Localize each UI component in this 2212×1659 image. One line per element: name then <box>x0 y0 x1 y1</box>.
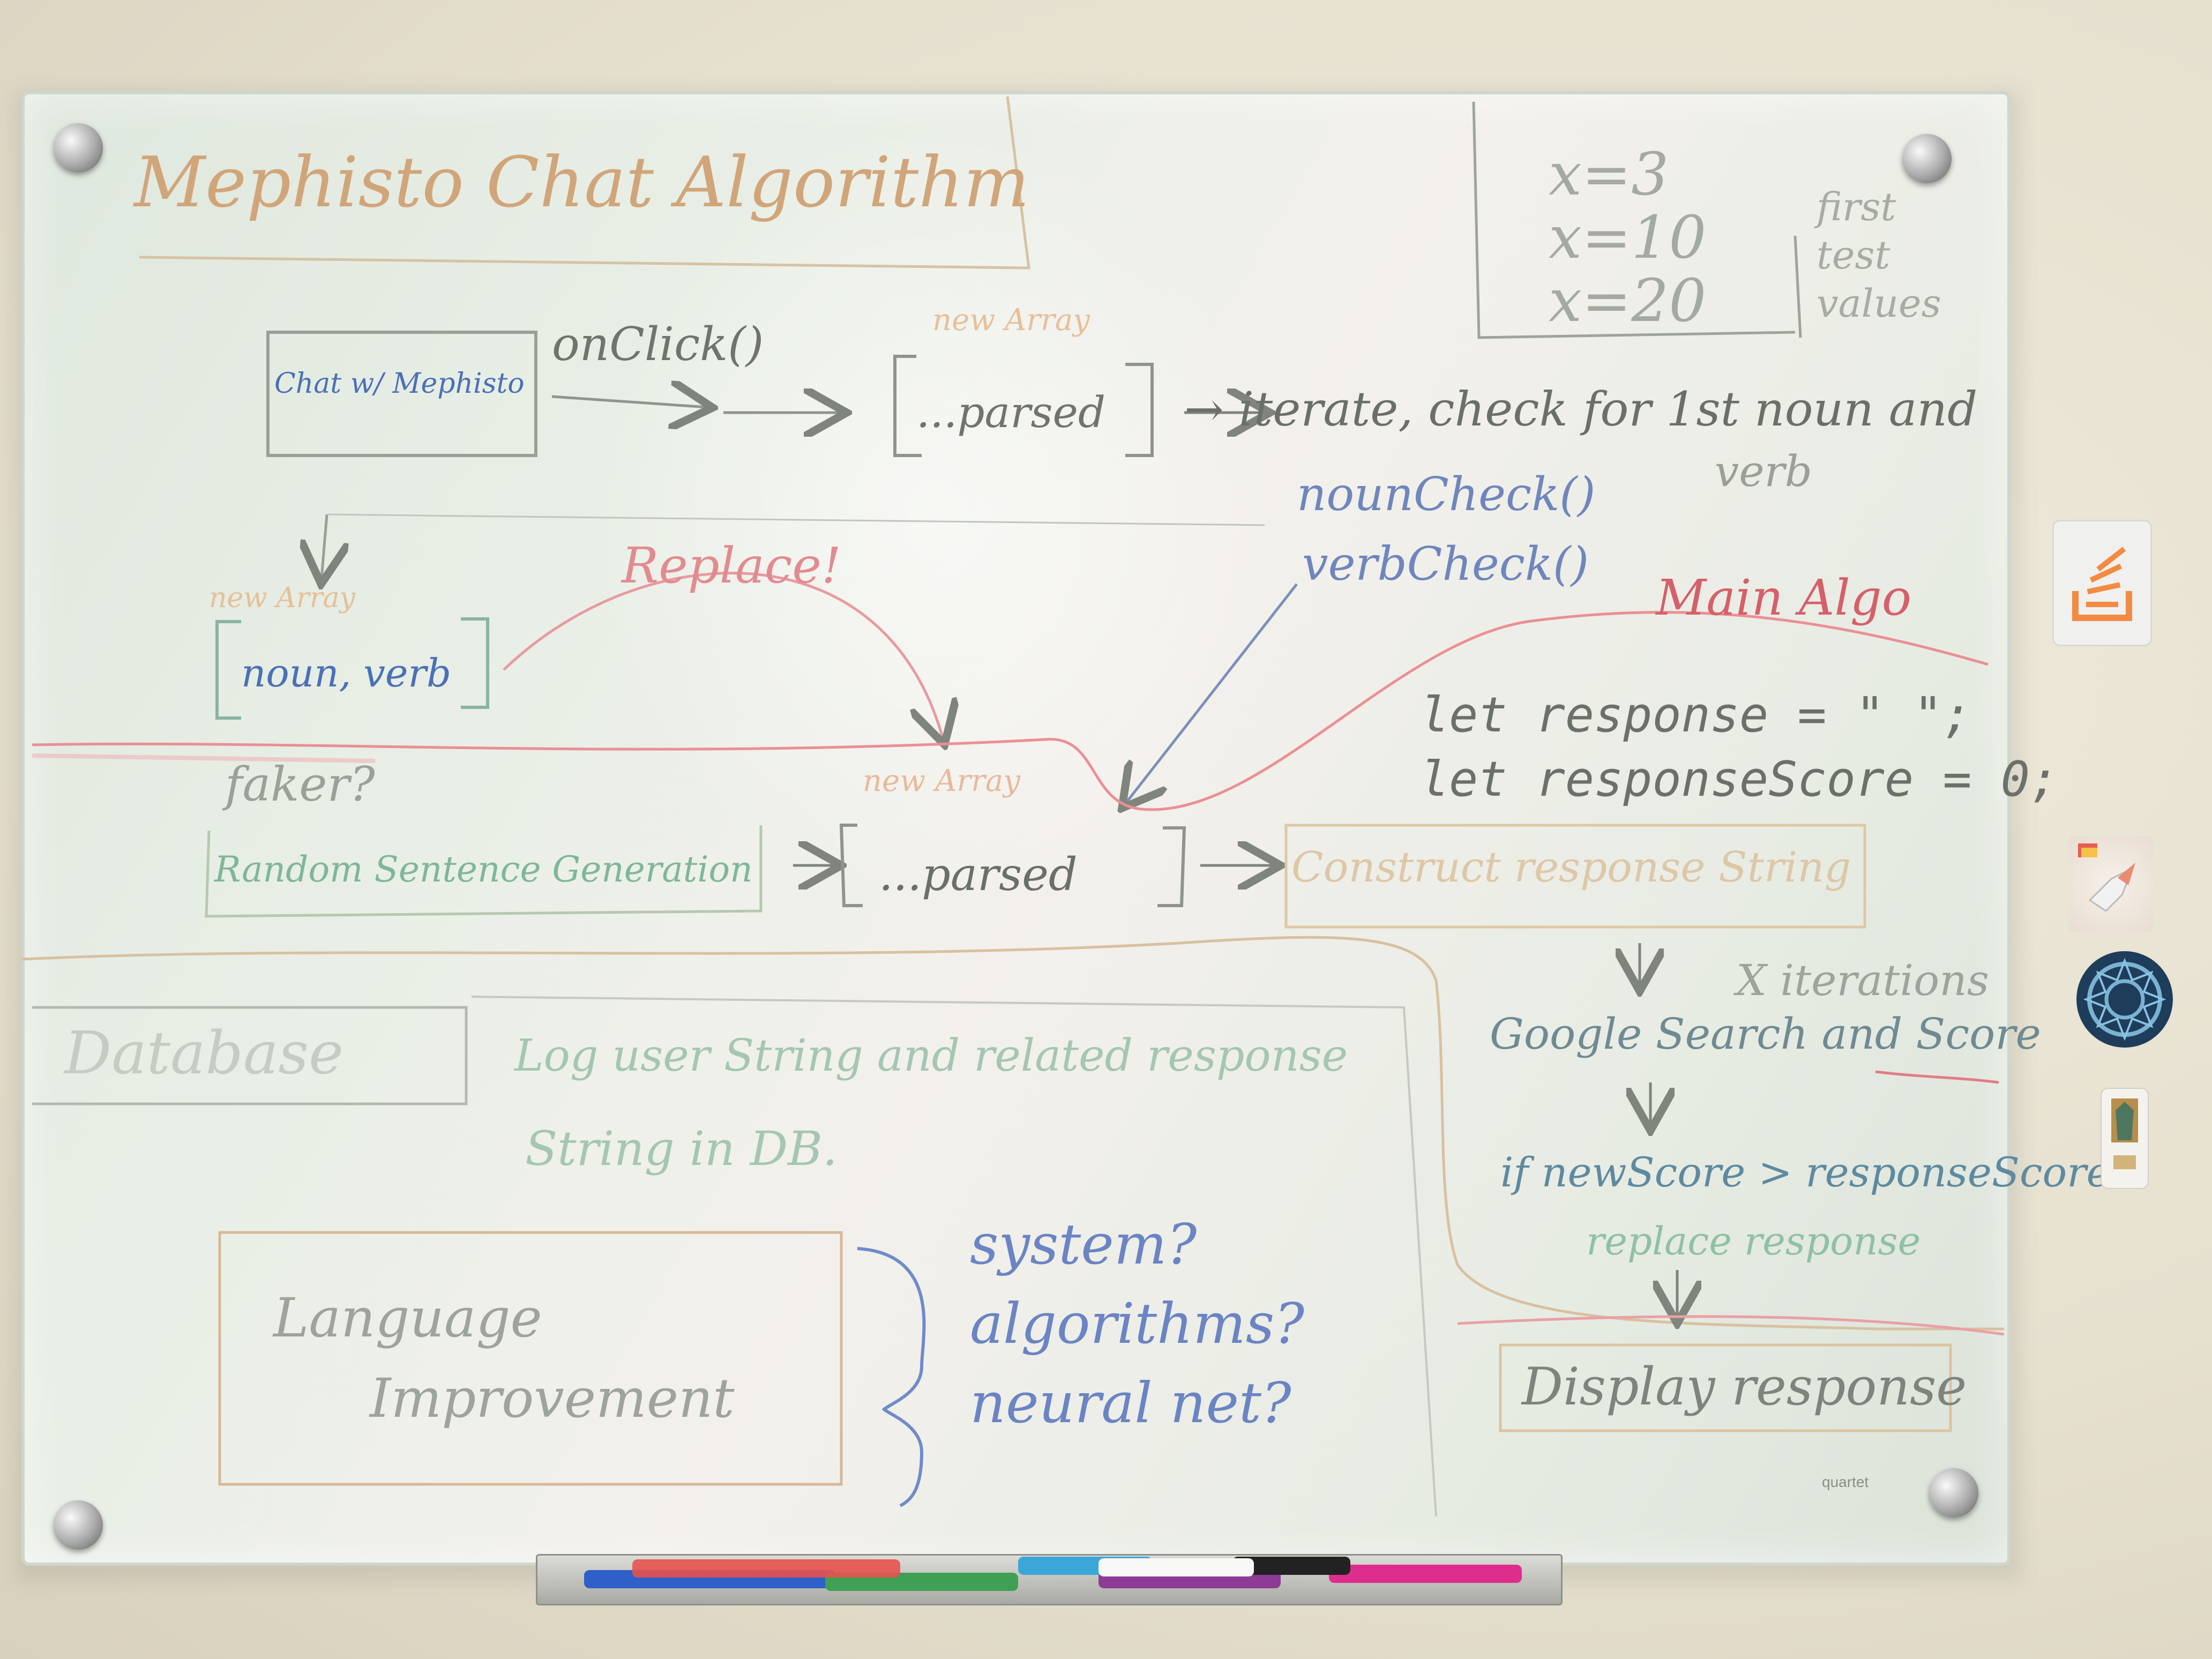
main-algo-label: Main Algo <box>1656 569 1912 626</box>
replace-label: Replace! <box>622 537 841 594</box>
question-algorithms: algorithms? <box>970 1291 1304 1356</box>
bottom-left-standoff <box>54 1500 103 1550</box>
replace-response-line: replace response <box>1586 1219 1921 1264</box>
zelda-sticker <box>2101 1088 2149 1189</box>
display-response-box: Display response <box>1522 1357 1967 1417</box>
test-value-2: x=10 <box>1549 203 1707 272</box>
noun-check-label: nounCheck() <box>1297 468 1596 521</box>
test-values-note: first test values <box>1817 188 1941 323</box>
test-values-list: x=3 x=10 x=20 <box>1549 145 1706 330</box>
parsed-box-2: ...parsed <box>879 848 1078 901</box>
noun-verb-box: noun, verb <box>241 651 452 696</box>
top-left-standoff <box>54 123 103 173</box>
verb-check-label: verbCheck() <box>1302 537 1589 591</box>
unicorn-sticker <box>2068 836 2154 932</box>
if-new-score-line: if newScore > responseScore <box>1500 1148 2111 1196</box>
improvement-line: Improvement <box>370 1367 735 1430</box>
faker-label: faker? <box>225 757 375 812</box>
mandala-sticker <box>2076 951 2173 1048</box>
google-search-line: Google Search and Score <box>1490 1009 2041 1059</box>
board-title: Mephisto Chat Algorithm <box>134 141 1030 223</box>
new-array-label-2: new Array <box>209 582 355 614</box>
note-line-2: test <box>1817 233 1890 278</box>
onclick-label: onClick() <box>552 318 764 371</box>
new-array-label-3: new Array <box>863 764 1020 798</box>
marker-white[interactable] <box>1098 1558 1254 1576</box>
light-glare <box>589 118 1286 922</box>
log-user-string-line: Log user String and related response <box>514 1030 1348 1081</box>
top-right-standoff <box>1902 134 1952 183</box>
let-response-score-line: let responseScore = 0; <box>1420 751 2059 808</box>
question-neural-net: neural net? <box>970 1370 1291 1436</box>
language-line: Language <box>273 1287 542 1349</box>
marker-red[interactable] <box>632 1559 900 1578</box>
bottom-right-standoff <box>1929 1468 1978 1518</box>
test-value-3: x=20 <box>1549 266 1707 335</box>
let-response-line: let response = " "; <box>1420 687 1972 743</box>
marker-pink[interactable] <box>1329 1565 1522 1583</box>
construct-response-box: Construct response String <box>1291 843 1851 892</box>
chat-with-mephisto-box: Chat w/ Mephisto <box>274 368 525 400</box>
iterate-text-verb: verb <box>1715 446 1812 496</box>
stack-overflow-sticker <box>2052 520 2152 646</box>
note-line-3: values <box>1817 281 1941 326</box>
test-value-1: x=3 <box>1549 140 1669 208</box>
database-label: Database <box>64 1019 344 1087</box>
parsed-box-1: ...parsed <box>916 387 1106 437</box>
x-iterations-label: X iterations <box>1736 955 1989 1005</box>
brand-logo: quartet <box>1822 1474 1869 1490</box>
note-line-1: first <box>1817 184 1896 229</box>
iterate-text: → iterate, check for 1st noun and <box>1184 382 1978 437</box>
string-in-db-line: String in DB. <box>525 1121 838 1176</box>
question-system: system? <box>970 1212 1197 1277</box>
random-sentence-box: Random Sentence Generation <box>214 849 753 890</box>
new-array-label-1: new Array <box>932 303 1090 338</box>
questions-list: system? algorithms? neural net? <box>970 1216 1304 1431</box>
